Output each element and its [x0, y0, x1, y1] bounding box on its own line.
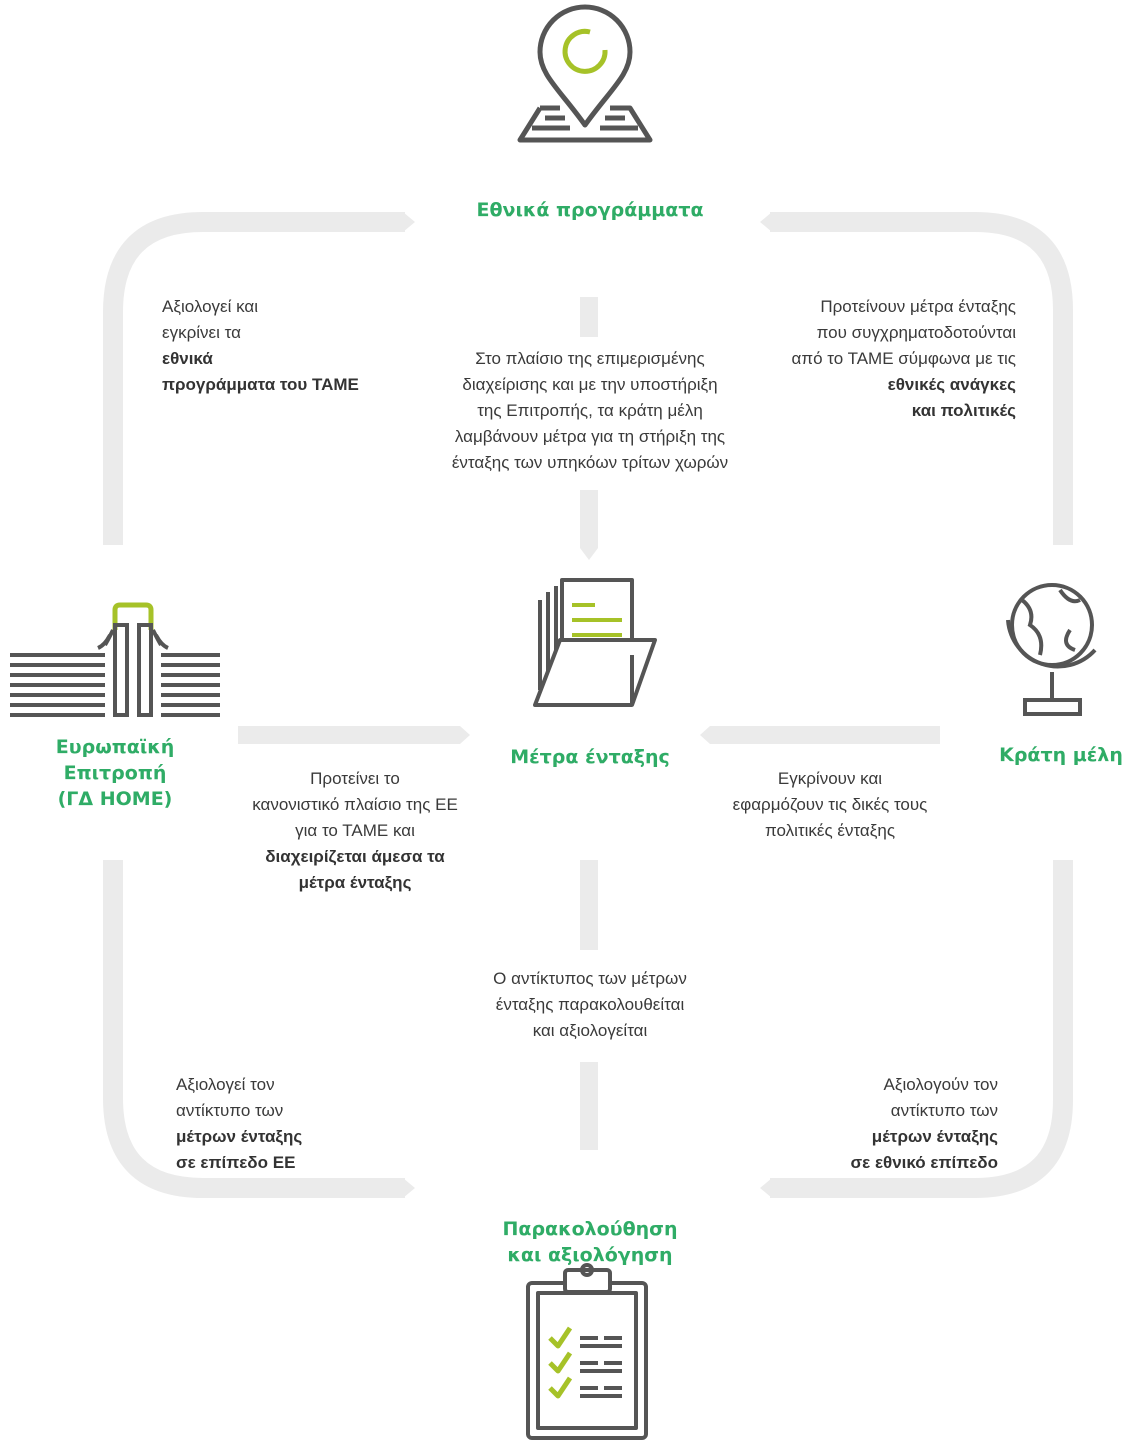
outer-track: [103, 212, 1073, 1198]
text-line: από το ΤΑΜΕ σύμφωνα με τις: [791, 349, 1016, 368]
globe-icon: [1006, 583, 1097, 716]
folder-icon: [533, 578, 657, 707]
building-icon: [10, 602, 220, 717]
track-top-right: [770, 212, 1073, 545]
arrowhead-top-right: [760, 212, 772, 232]
connector-top-upper: [580, 297, 598, 337]
map-pin-icon: [517, 4, 653, 143]
text-line: αντίκτυπο των: [176, 1101, 284, 1120]
text-commission-approves-programmes: Αξιολογεί και εγκρίνει τα εθνικά προγράμ…: [162, 294, 422, 398]
text-line: λαμβάνουν μέτρα για τη στήριξη της: [454, 427, 726, 446]
text-line: Ο αντίκτυπος των μέτρων: [493, 969, 687, 988]
text-line: ένταξης των υπηκόων τρίτων χωρών: [451, 453, 729, 472]
arrowhead-bottom-left: [403, 1178, 415, 1198]
track-top-left: [103, 212, 405, 545]
text-line: Αξιολογούν τον: [883, 1075, 998, 1094]
connector-bottom-upper: [580, 860, 598, 950]
track-bottom-right: [770, 860, 1073, 1198]
node-label-line: Ευρωπαϊκή: [55, 736, 175, 758]
text-line: εφαρμόζουν τις δικές τους: [732, 795, 928, 814]
text-line: εγκρίνει τα: [162, 323, 241, 342]
text-line-bold: διαχειρίζεται άμεσα τα: [265, 847, 445, 866]
connector-left: [238, 726, 470, 744]
text-member-states-evaluate-impact: Αξιολογούν τον αντίκτυπο των μέτρων έντα…: [770, 1072, 998, 1176]
text-line: Εγκρίνουν και: [777, 769, 883, 788]
text-line: Προτείνουν μέτρα ένταξης: [820, 297, 1016, 316]
text-line: Αξιολογεί και: [162, 297, 259, 316]
node-label-national-programmes: Εθνικά προγράμματα: [476, 199, 704, 221]
text-line-bold: σε επίπεδο ΕΕ: [176, 1153, 296, 1172]
clipboard-checklist-icon: [526, 1263, 648, 1440]
text-line-bold: σε εθνικό επίπεδο: [850, 1153, 998, 1172]
text-line: Στο πλαίσιο της επιμερισμένης: [475, 349, 705, 368]
text-line-bold: προγράμματα του ΤΑΜΕ: [162, 375, 359, 394]
text-line-bold: μέτρα ένταξης: [298, 873, 412, 892]
arrowhead-bottom-right: [760, 1178, 772, 1198]
text-commission-evaluates-impact: Αξιολογεί τον αντίκτυπο των μέτρων ένταξ…: [176, 1072, 416, 1176]
text-line: διαχείρισης και με την υποστήριξη: [462, 375, 718, 394]
node-label-line: Παρακολούθηση: [502, 1218, 678, 1240]
text-line: αντίκτυπο των: [890, 1101, 998, 1120]
text-member-states-propose: Προτείνουν μέτρα ένταξης που συγχρηματοδ…: [730, 294, 1016, 424]
text-line: Αξιολογεί τον: [176, 1075, 275, 1094]
text-shared-management: Στο πλαίσιο της επιμερισμένης διαχείριση…: [410, 346, 770, 476]
text-impact-monitored: Ο αντίκτυπος των μέτρων ένταξης παρακολο…: [440, 966, 740, 1044]
text-line: Προτείνει το: [310, 769, 400, 788]
text-line: για το ΤΑΜΕ και: [295, 821, 415, 840]
text-line: που συγχρηματοδοτούνται: [816, 323, 1016, 342]
text-line: της Επιτροπής, τα κράτη μέλη: [477, 401, 703, 420]
text-line: κανονιστικό πλαίσιο της ΕΕ: [252, 795, 458, 814]
text-line-bold: εθνικές ανάγκες: [887, 375, 1016, 394]
text-member-states-implement: Εγκρίνουν και εφαρμόζουν τις δικές τους …: [690, 766, 970, 844]
node-label-line: (ΓΔ HOME): [57, 788, 173, 810]
track-arrowheads: [403, 212, 772, 1198]
arrowhead-top-left: [403, 212, 415, 232]
connector-bottom-lower: [580, 1062, 598, 1150]
text-line-bold: μέτρων ένταξης: [176, 1127, 303, 1146]
text-line-bold: μέτρων ένταξης: [871, 1127, 998, 1146]
text-line-bold: εθνικά: [162, 349, 213, 368]
text-line: πολιτικές ένταξης: [764, 821, 896, 840]
track-bottom-left: [103, 860, 405, 1198]
node-label-european-commission: Ευρωπαϊκή Επιτροπή (ΓΔ HOME): [20, 734, 210, 812]
node-label-line: Επιτροπή: [63, 762, 167, 784]
text-line: και αξιολογείται: [532, 1021, 648, 1040]
connector-right: [700, 726, 940, 744]
text-line: ένταξης παρακολουθείται: [495, 995, 685, 1014]
text-line-bold: και πολιτικές: [911, 401, 1016, 420]
node-label-line: και αξιολόγηση: [507, 1244, 673, 1266]
node-label-monitoring-evaluation: Παρακολούθηση και αξιολόγηση: [440, 1216, 740, 1268]
node-label-integration-measures: Μέτρα ένταξης: [510, 746, 670, 768]
text-commission-proposes-framework: Προτείνει το κανονιστικό πλαίσιο της ΕΕ …: [210, 766, 500, 896]
connector-top-lower: [580, 490, 598, 560]
node-label-member-states: Κράτη μέλη: [999, 744, 1123, 766]
inner-connectors: [238, 297, 940, 1150]
